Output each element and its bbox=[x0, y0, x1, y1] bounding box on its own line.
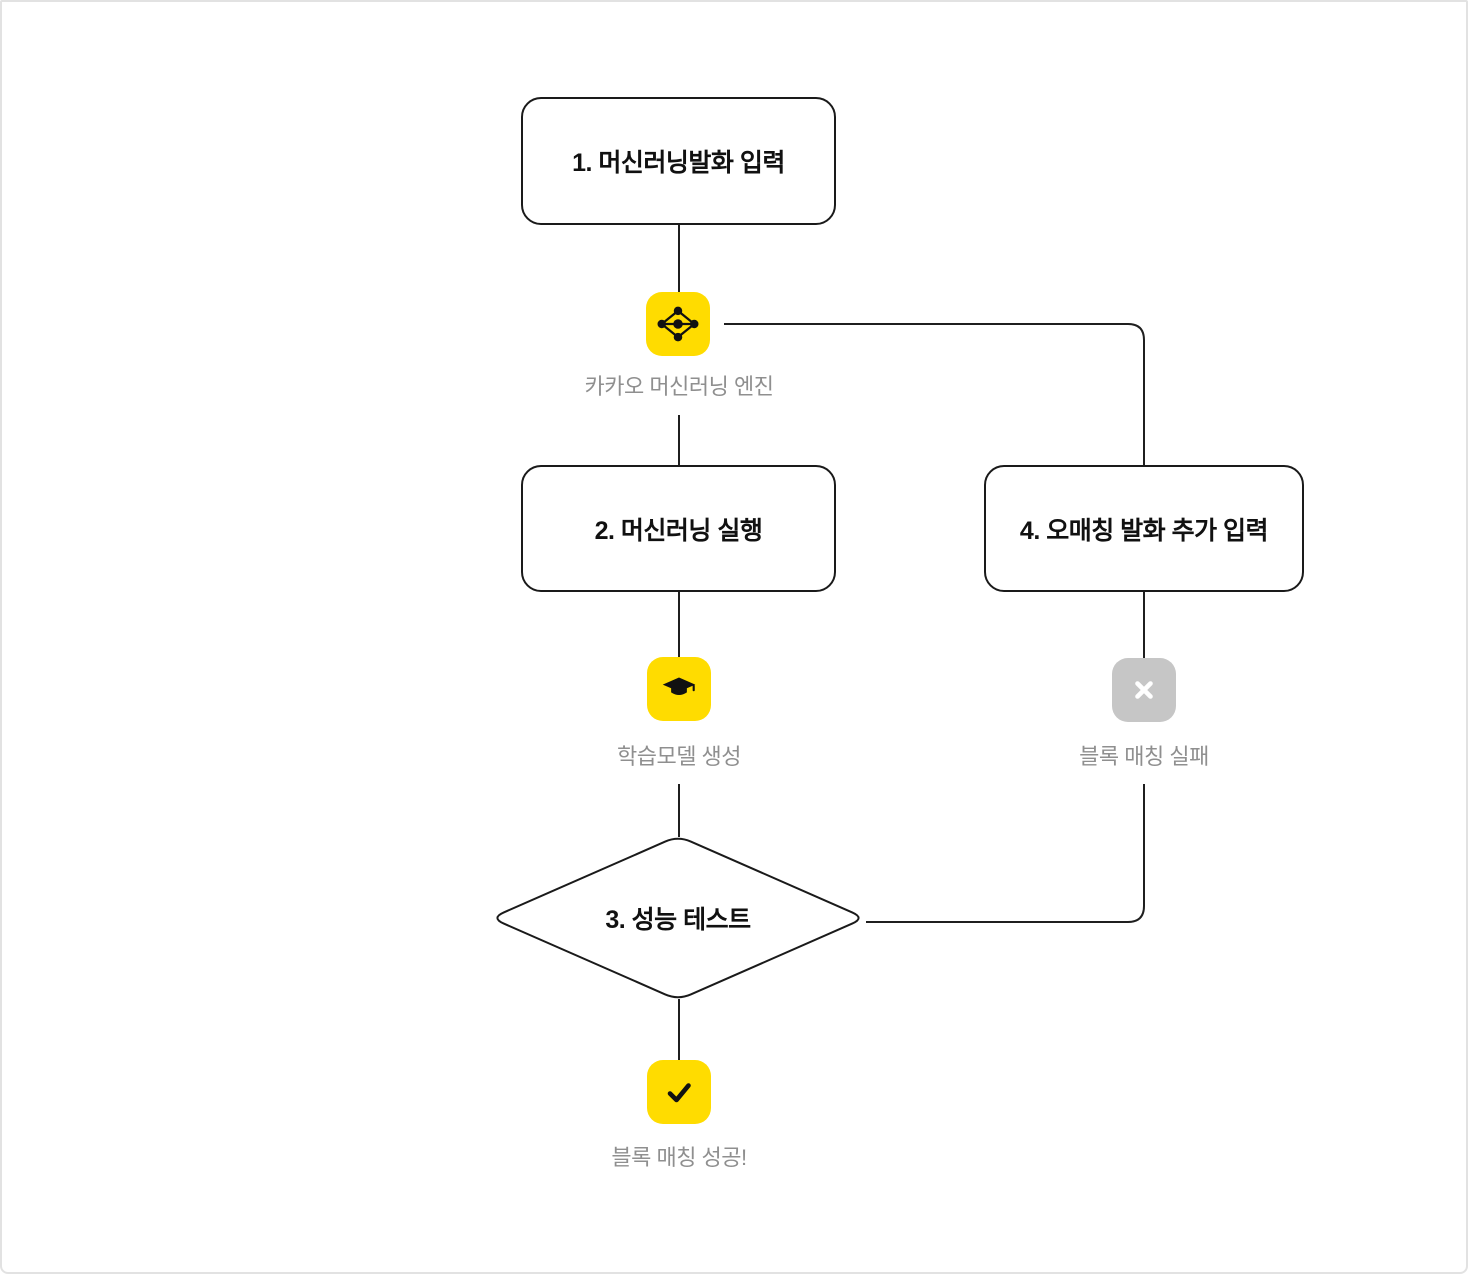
node-step2: 2. 머신러닝 실행 bbox=[521, 465, 836, 592]
network-graph-icon bbox=[657, 306, 699, 342]
node-step2-label: 2. 머신러닝 실행 bbox=[594, 516, 763, 545]
check-icon bbox=[667, 1083, 691, 1103]
node-step1-label: 1. 머신러닝발화 입력 bbox=[572, 149, 785, 177]
model-icon-badge bbox=[647, 657, 711, 721]
success-icon-badge bbox=[647, 1060, 711, 1124]
x-icon bbox=[1135, 681, 1153, 699]
engine-icon-badge bbox=[646, 292, 710, 356]
fail-icon-badge bbox=[1112, 658, 1176, 722]
graduation-cap-icon bbox=[662, 677, 696, 695]
edge-fail-step3 bbox=[866, 784, 1145, 923]
decision-diamond-shape bbox=[496, 837, 860, 999]
model-caption: 학습모델 생성 bbox=[616, 744, 742, 769]
node-step4: 4. 오매칭 발화 추가 입력 bbox=[984, 465, 1304, 592]
node-step3-label: 3. 성능 테스트 bbox=[605, 906, 751, 934]
engine-caption: 카카오 머신러닝 엔진 bbox=[584, 374, 774, 399]
fail-caption: 블록 매칭 실패 bbox=[1079, 744, 1209, 769]
node-step3: 3. 성능 테스트 bbox=[491, 838, 865, 998]
success-caption: 블록 매칭 성공! bbox=[611, 1145, 747, 1170]
node-step1: 1. 머신러닝발화 입력 bbox=[521, 97, 836, 225]
node-step4-label: 4. 오매칭 발화 추가 입력 bbox=[1019, 516, 1269, 545]
